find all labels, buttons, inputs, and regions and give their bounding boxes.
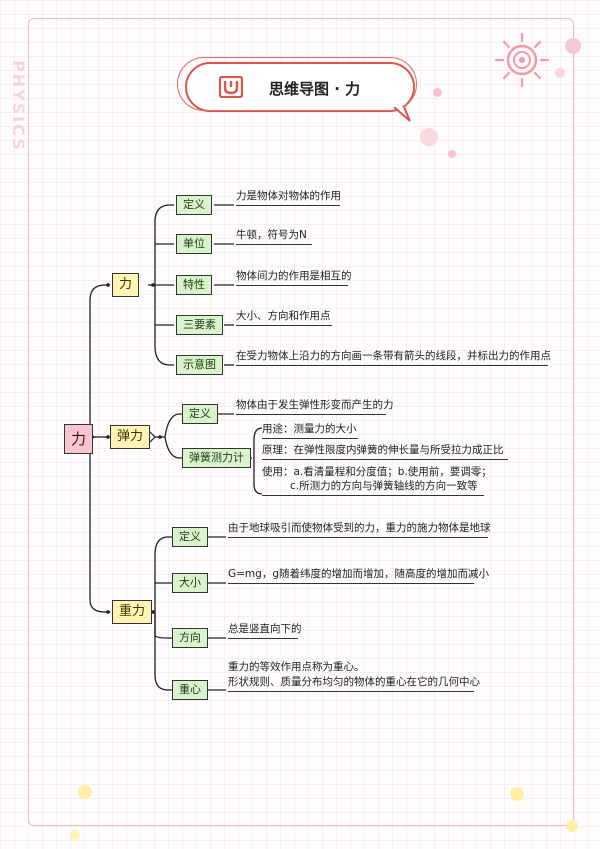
leaf-force-definition: 力是物体对物体的作用 bbox=[236, 189, 341, 206]
decor-dot bbox=[433, 88, 442, 97]
node-force-definition: 定义 bbox=[176, 195, 212, 215]
page-title: 思维导图 · 力 bbox=[269, 80, 361, 98]
leaf-elastic-definition: 物体由于发生弹性形变而产生的力 bbox=[236, 398, 394, 415]
leaf-force-diagram: 在受力物体上沿力的方向画一条带有箭头的线段，并标出力的作用点 bbox=[236, 349, 551, 366]
page-frame bbox=[28, 18, 574, 826]
sun-swirl-decoration bbox=[494, 32, 550, 88]
node-gravity-definition: 定义 bbox=[172, 527, 208, 547]
title-bubble: 思维导图 · 力 bbox=[177, 57, 417, 112]
leaf-dynamometer-principle: 原理：在弹性限度内弹簧的伸长量与所受拉力成正比 bbox=[262, 443, 508, 460]
node-force-three-elements: 三要素 bbox=[176, 315, 223, 335]
decor-dot bbox=[555, 68, 565, 78]
decor-dot bbox=[565, 38, 581, 54]
decor-dot bbox=[566, 820, 578, 832]
leaf-gravity-direction: 总是竖直向下的 bbox=[228, 622, 302, 639]
leaf-dynamometer-use: 用途：测量力的大小 bbox=[262, 422, 358, 439]
leaf-dynamometer-usage-line2: c.所测力的方向与弹簧轴线的方向一致等 bbox=[262, 479, 484, 496]
side-watermark: PHYSICS bbox=[9, 60, 28, 152]
leaf-force-property: 物体间力的作用是相互的 bbox=[236, 269, 352, 286]
node-gravity-direction: 方向 bbox=[172, 628, 208, 648]
branch-force: 力 bbox=[112, 273, 140, 297]
magnet-icon bbox=[219, 76, 243, 98]
root-node: 力 bbox=[64, 424, 94, 454]
leaf-force-unit: 牛顿，符号为N bbox=[236, 228, 312, 245]
node-force-unit: 单位 bbox=[176, 234, 212, 254]
bubble-tail bbox=[393, 107, 411, 122]
decor-dot bbox=[70, 830, 80, 840]
leaf-dynamometer-usage-line1: 使用：a.看清量程和分度值；b.使用前，要调零； bbox=[262, 466, 492, 478]
leaf-gravity-definition: 由于地球吸引而使物体受到的力，重力的施力物体是地球 bbox=[228, 521, 491, 538]
node-dynamometer: 弹簧测力计 bbox=[182, 448, 251, 468]
branch-elastic-force: 弹力 bbox=[110, 425, 151, 449]
leaf-gravity-magnitude: G=mg，g随着纬度的增加而增加，随高度的增加而减小 bbox=[228, 567, 489, 584]
decor-dot bbox=[420, 128, 438, 146]
branch-gravity: 重力 bbox=[112, 600, 153, 624]
decor-dot bbox=[510, 787, 524, 801]
node-gravity-center: 重心 bbox=[172, 680, 208, 700]
decor-dot bbox=[448, 150, 456, 158]
leaf-gravity-center-line2: 形状规则、质量分布均匀的物体的重心在它的几何中心 bbox=[228, 675, 480, 692]
node-force-property: 特性 bbox=[176, 275, 212, 295]
leaf-force-three-elements: 大小、方向和作用点 bbox=[236, 309, 332, 326]
node-force-diagram: 示意图 bbox=[176, 355, 223, 375]
node-gravity-magnitude: 大小 bbox=[172, 573, 208, 593]
leaf-gravity-center-line1: 重力的等效作用点称为重心。 bbox=[228, 661, 365, 673]
node-elastic-definition: 定义 bbox=[182, 404, 218, 424]
decor-dot bbox=[78, 785, 92, 799]
